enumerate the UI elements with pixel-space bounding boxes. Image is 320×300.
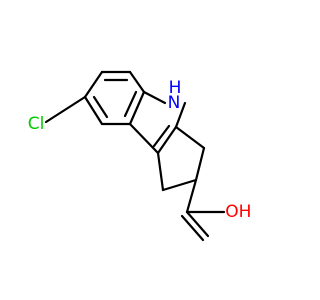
label-layer: Cl N H O H xyxy=(28,78,252,222)
bond-c-double-o xyxy=(185,210,210,238)
bond-c-double-o-2 xyxy=(180,214,205,242)
hydroxyl-oxygen-label: O xyxy=(225,202,238,222)
molecule-structure: Cl N H O H xyxy=(28,70,252,242)
bond-c8a-c3b xyxy=(156,125,178,155)
bond-c3b-c3a xyxy=(128,122,160,155)
bond-c5-c4-inner xyxy=(92,95,109,119)
bond-c5-c4 xyxy=(83,95,104,126)
nitrogen-hydrogen-label: H xyxy=(169,78,182,98)
bond-ch-ccooh xyxy=(185,178,198,214)
bond-layer xyxy=(44,70,226,242)
bond-c5-cl xyxy=(44,95,87,124)
bond-c8a-ch2 xyxy=(174,125,206,150)
bond-c3a-c7a xyxy=(128,90,146,126)
chlorine-label: Cl xyxy=(28,114,45,134)
bond-ch2-b-c3b xyxy=(156,151,165,192)
bond-c3a-c7a-inner xyxy=(123,90,138,118)
bond-n-c8a xyxy=(174,101,187,129)
bond-c7a-c7 xyxy=(128,70,146,94)
bond-c8a-c3b-inner xyxy=(152,124,171,148)
bond-ch-ch2-b xyxy=(161,178,198,192)
bond-c6-c5 xyxy=(83,70,104,99)
bond-c7a-n xyxy=(142,90,167,105)
hydroxyl-hydrogen-label: H xyxy=(239,202,252,222)
bond-ch2-ch xyxy=(194,146,206,182)
nitrogen-label: N xyxy=(168,93,181,113)
